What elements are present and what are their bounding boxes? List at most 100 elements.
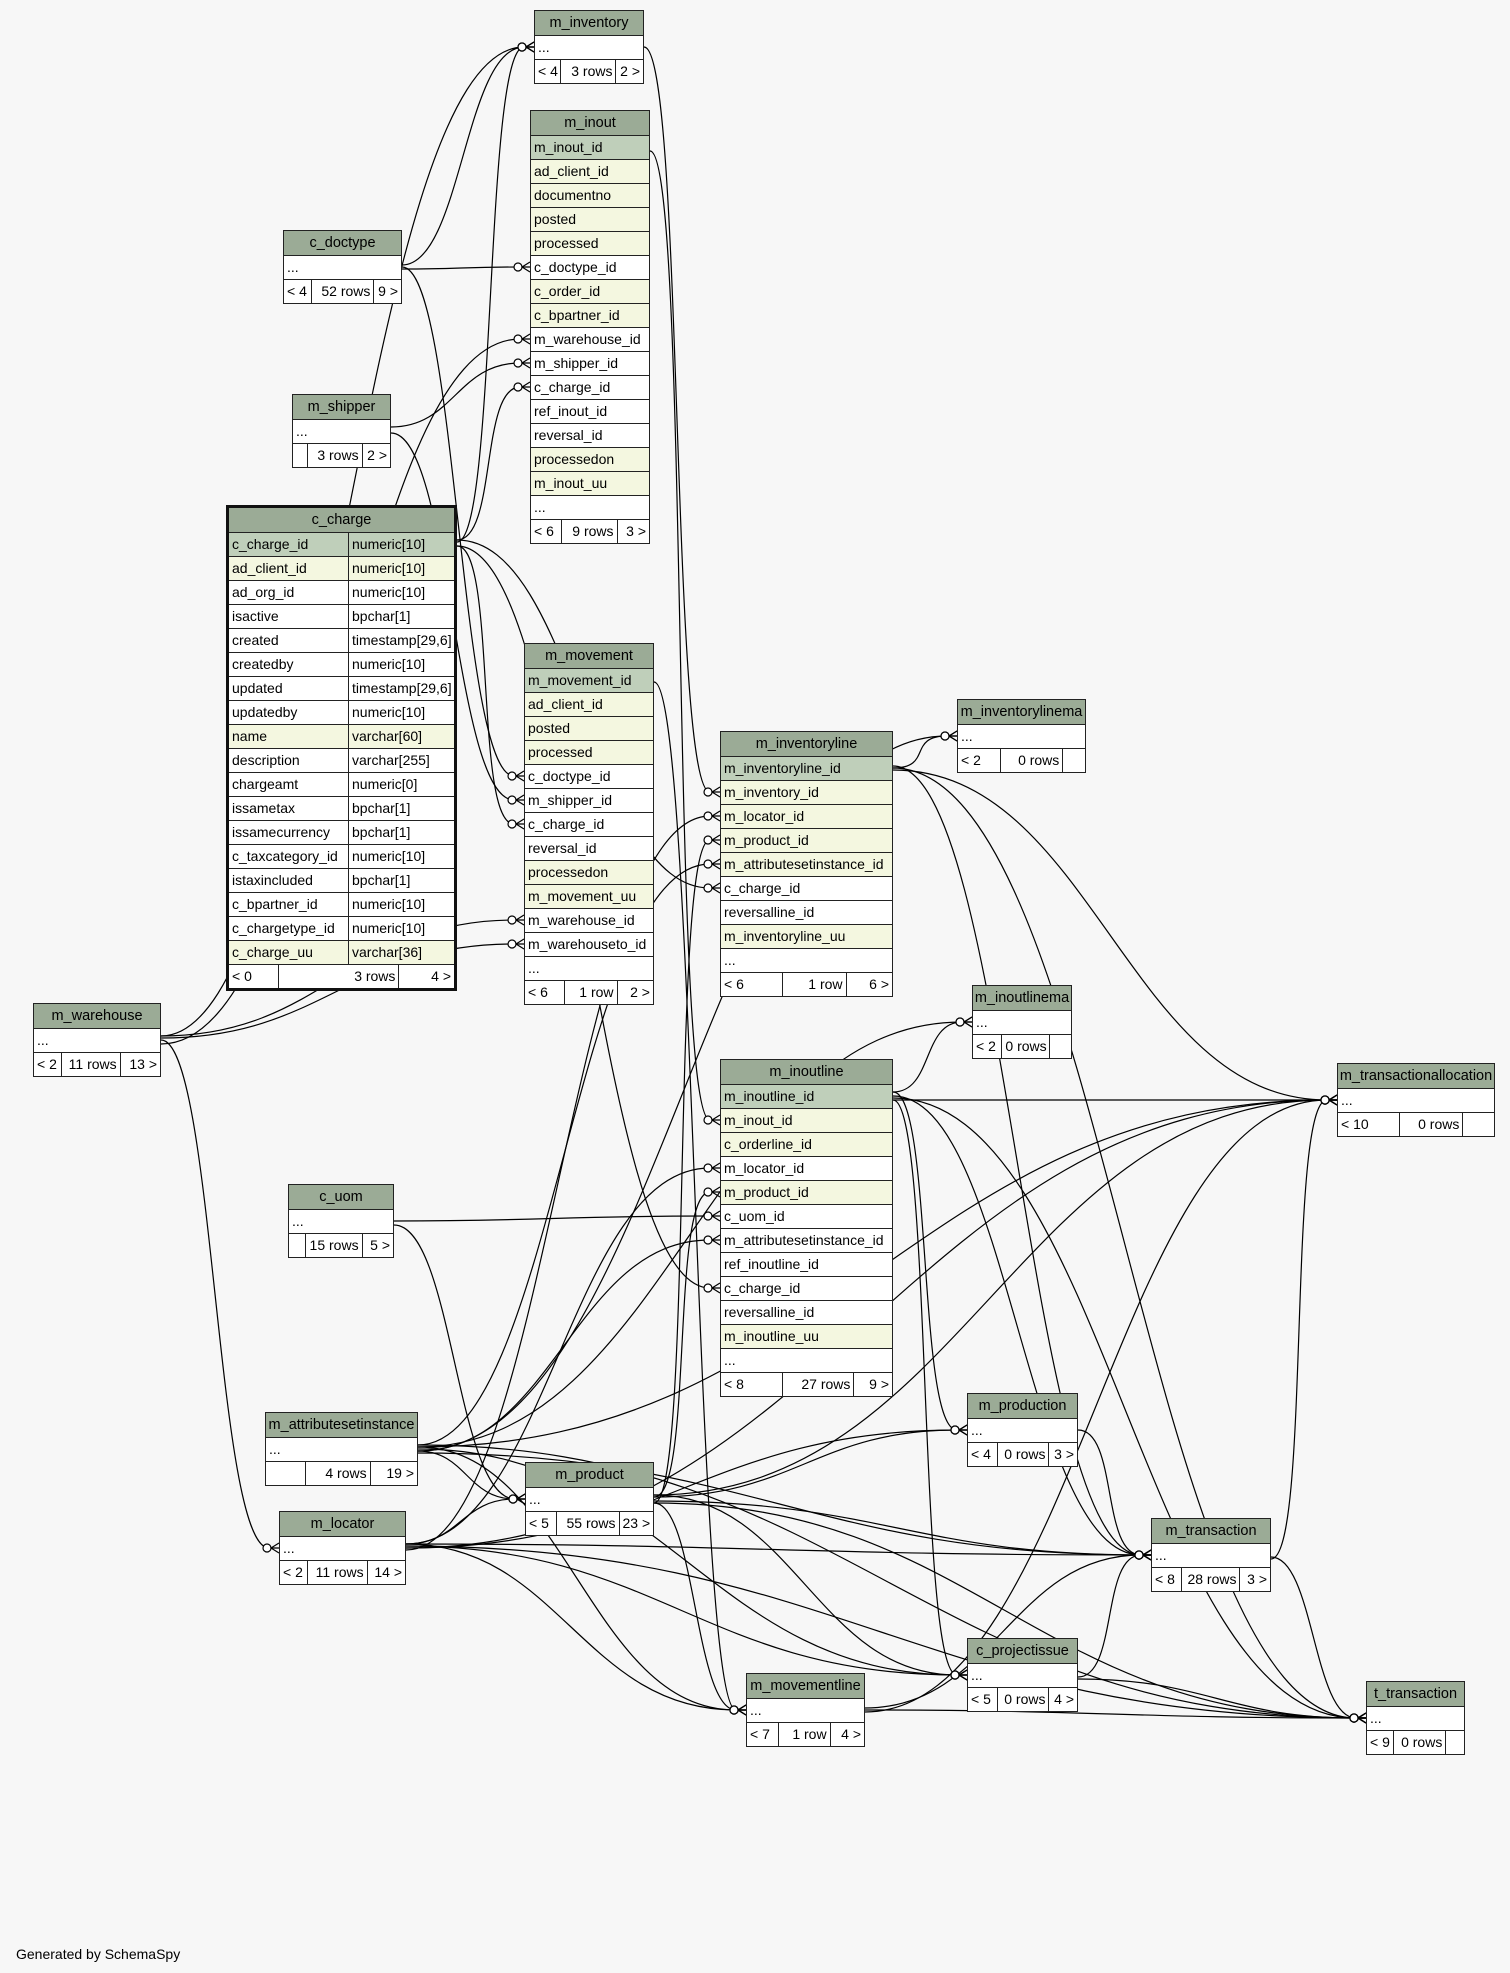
column-row[interactable]: m_movement_id	[525, 669, 653, 693]
children-link[interactable]: 3 >	[626, 523, 646, 539]
column-row[interactable]: m_locator_id	[721, 1157, 892, 1181]
more-columns[interactable]: ...	[293, 420, 390, 444]
children-link[interactable]: 4 >	[841, 1726, 861, 1742]
table-header[interactable]: m_movementline	[747, 1674, 864, 1699]
column-row[interactable]: m_inout_id	[721, 1109, 892, 1133]
table-header[interactable]: m_warehouse	[34, 1004, 160, 1029]
table-header[interactable]: m_inventoryline	[721, 732, 892, 757]
more-columns[interactable]: ...	[284, 256, 401, 280]
column-row[interactable]: m_inoutline_id	[721, 1085, 892, 1109]
children-link[interactable]	[1063, 749, 1085, 772]
parents-link[interactable]: < 5	[968, 1688, 998, 1711]
column-row[interactable]: reversalline_id	[721, 901, 892, 925]
column-row[interactable]: documentno	[531, 184, 649, 208]
column-row[interactable]: m_attributesetinstance_id	[721, 853, 892, 877]
column-row[interactable]: m_inoutline_uu	[721, 1325, 892, 1349]
parents-link[interactable]	[289, 1234, 306, 1257]
more-columns[interactable]: ...	[1338, 1089, 1494, 1113]
children-link[interactable]: 19 >	[386, 1465, 414, 1481]
column-row[interactable]: posted	[531, 208, 649, 232]
column-row[interactable]: m_product_id	[721, 1181, 892, 1205]
children-link[interactable]: 3 >	[1247, 1571, 1267, 1587]
parents-link[interactable]: < 6	[525, 981, 566, 1004]
parents-link[interactable]: < 7	[747, 1723, 780, 1746]
children-link[interactable]: 14 >	[374, 1564, 402, 1580]
children-link[interactable]	[1463, 1113, 1494, 1136]
column-row[interactable]: c_charge_id	[531, 376, 649, 400]
column-row[interactable]: m_product_id	[721, 829, 892, 853]
table-header[interactable]: m_movement	[525, 644, 653, 669]
table-header[interactable]: m_locator	[280, 1512, 405, 1537]
column-row[interactable]: m_shipper_id	[531, 352, 649, 376]
children-link[interactable]: 4 >	[431, 968, 451, 984]
more-columns[interactable]: ...	[525, 957, 653, 981]
column-row[interactable]: c_uom_id	[721, 1205, 892, 1229]
more-columns[interactable]: ...	[34, 1029, 160, 1053]
parents-link[interactable]: < 4	[535, 60, 561, 83]
parents-link[interactable]: < 0	[229, 965, 279, 988]
column-row[interactable]: processedon	[531, 448, 649, 472]
more-columns[interactable]: ...	[968, 1419, 1077, 1443]
more-columns[interactable]: ...	[289, 1210, 393, 1234]
more-columns[interactable]: ...	[526, 1488, 653, 1512]
children-link[interactable]: 3 >	[1054, 1446, 1074, 1462]
column-row[interactable]: ref_inout_id	[531, 400, 649, 424]
parents-link[interactable]: < 2	[973, 1035, 1003, 1058]
column-row[interactable]: m_attributesetinstance_id	[721, 1229, 892, 1253]
parents-link[interactable]: < 6	[531, 520, 562, 543]
table-header[interactable]: m_inventory	[535, 11, 643, 36]
table-header[interactable]: m_production	[968, 1394, 1077, 1419]
table-header[interactable]: m_transaction	[1152, 1519, 1270, 1544]
column-row[interactable]: c_bpartner_id	[531, 304, 649, 328]
parents-link[interactable]: < 4	[968, 1443, 998, 1466]
more-columns[interactable]: ...	[747, 1699, 864, 1723]
column-row[interactable]: m_movement_uu	[525, 885, 653, 909]
table-header[interactable]: t_transaction	[1367, 1682, 1464, 1707]
column-row[interactable]: m_inventoryline_uu	[721, 925, 892, 949]
column-row[interactable]: reversalline_id	[721, 1301, 892, 1325]
column-row[interactable]: m_warehouseto_id	[525, 933, 653, 957]
table-header[interactable]: m_product	[526, 1463, 653, 1488]
children-link[interactable]: 2 >	[630, 984, 650, 1000]
parents-link[interactable]: < 5	[526, 1512, 557, 1535]
table-header[interactable]: c_charge	[229, 508, 454, 533]
children-link[interactable]	[1446, 1731, 1464, 1754]
column-row[interactable]: c_doctype_id	[531, 256, 649, 280]
children-link[interactable]: 13 >	[129, 1056, 157, 1072]
parents-link[interactable]: < 8	[1152, 1568, 1182, 1591]
parents-link[interactable]: < 10	[1338, 1113, 1401, 1136]
more-columns[interactable]: ...	[721, 949, 892, 973]
children-link[interactable]: 9 >	[869, 1376, 889, 1392]
table-header[interactable]: m_inoutlinema	[973, 986, 1071, 1011]
table-header[interactable]: m_inoutline	[721, 1060, 892, 1085]
children-link[interactable]: 5 >	[370, 1237, 390, 1253]
column-row[interactable]: c_orderline_id	[721, 1133, 892, 1157]
